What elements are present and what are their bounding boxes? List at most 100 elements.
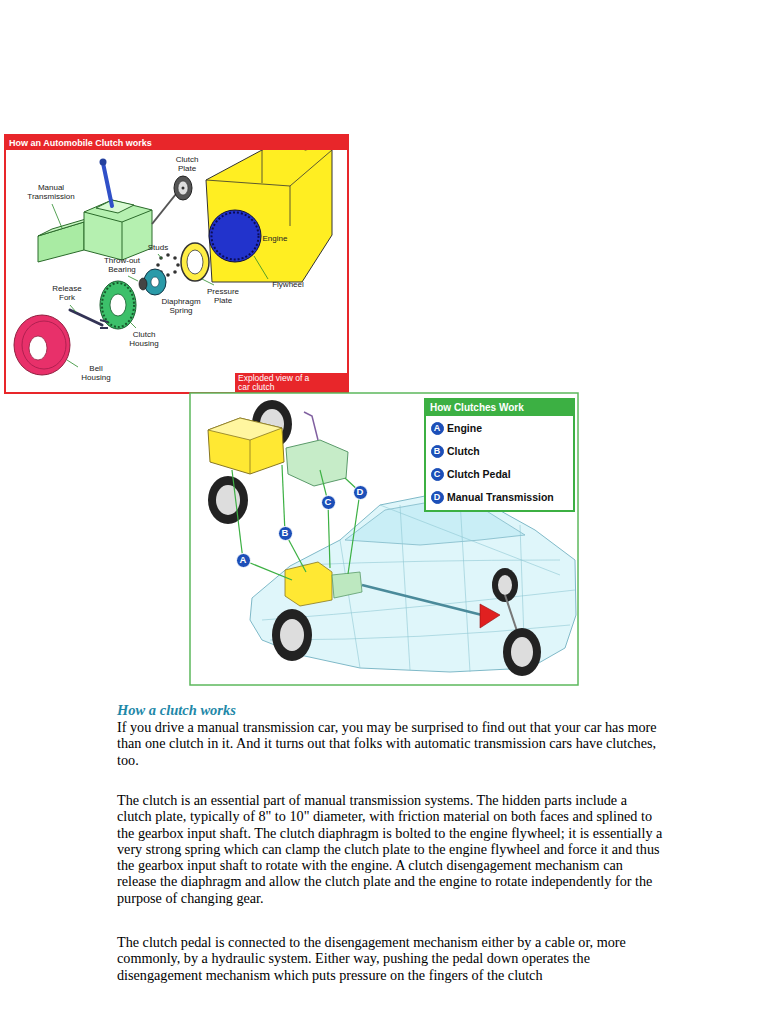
leader-line [158, 254, 162, 259]
wire [460, 500, 470, 672]
callout-letter: A [240, 555, 247, 565]
leader-line [202, 279, 214, 285]
gear-lever [103, 163, 112, 206]
pressure-plate-hole [187, 250, 203, 274]
circle-fill [278, 526, 292, 540]
diaphragm-spring-hole [151, 277, 159, 287]
drive-shaft [362, 585, 482, 615]
circle-fill [236, 553, 250, 567]
callout-letter: A [434, 424, 441, 433]
part-label: Studs [145, 243, 171, 252]
differential [480, 604, 500, 628]
bell-housing-hole [29, 336, 47, 360]
legend-heading: How Clutches Work [426, 400, 573, 416]
figure-frame [5, 135, 348, 393]
leader-lines [52, 204, 268, 367]
stud [166, 253, 170, 257]
legend-marker: B [431, 445, 444, 458]
diaphragm-spring [144, 269, 166, 295]
leader-line [70, 305, 76, 312]
circle-fill [321, 495, 335, 509]
callout-circle: B [278, 526, 293, 541]
circle-fill [431, 468, 443, 480]
part-label: Pressure Plate [203, 287, 243, 305]
flywheel [209, 210, 261, 262]
body-paragraph: The clutch pedal is connected to the dis… [117, 934, 665, 983]
callout-letter: C [434, 470, 441, 479]
engine-top [208, 418, 282, 440]
legend-marker: C [431, 468, 444, 481]
stud [166, 273, 170, 277]
transmission [286, 440, 348, 486]
page-heading: How a clutch works [117, 702, 236, 719]
leader-line [254, 256, 268, 279]
part-label: Diaphragm Spring [158, 297, 204, 315]
input-shaft [152, 194, 176, 224]
part-label: Clutch Housing [124, 330, 164, 348]
leader-line [52, 204, 62, 228]
pressure-plate [181, 243, 209, 281]
car-body [250, 495, 576, 672]
clutch-housing-teeth [102, 283, 134, 327]
circle-fill [431, 491, 443, 503]
stud [156, 263, 160, 267]
wheel [272, 609, 312, 661]
legend-label: Engine [447, 422, 571, 435]
body-paragraph: If you drive a manual transmission car, … [117, 719, 665, 768]
callout-letter: D [357, 487, 364, 497]
part-label: Bell Housing [76, 364, 116, 382]
stud [173, 256, 177, 260]
clutch-plate-center [182, 187, 185, 190]
leader-line [67, 360, 78, 367]
circle-fill [353, 485, 367, 499]
wheel [208, 476, 248, 524]
caption-band: Exploded view of a car clutch [235, 373, 347, 392]
callout-letter: C [325, 497, 332, 507]
part-label: Release Fork [50, 284, 84, 302]
figure-caption: Exploded view of a car clutch [238, 374, 322, 392]
wheel-rim [498, 575, 512, 595]
figure-frame [190, 393, 578, 685]
release-fork [70, 310, 102, 325]
part-label: Throw-out Bearing [100, 256, 144, 274]
engine-block [206, 140, 332, 282]
throw-out-bearing [139, 278, 147, 290]
clutch-housing-hole [110, 294, 126, 316]
engine-edge [206, 150, 332, 186]
body-paragraph: The clutch is an essential part of manua… [117, 792, 665, 906]
wheel [503, 628, 541, 676]
flywheel-teeth [212, 213, 259, 260]
callout-circle: D [353, 485, 368, 500]
engine [208, 418, 284, 474]
legend-label: Manual Transmission [447, 491, 571, 504]
callout-circle: A [236, 553, 251, 568]
figure-heading: How an Automobile Clutch works [9, 137, 347, 149]
leader-line [282, 465, 285, 533]
bell-housing-rim [22, 321, 66, 369]
leader-line [128, 276, 138, 281]
header-band: How an Automobile Clutch works [6, 136, 347, 150]
wheel-rim [511, 637, 533, 667]
leader-line [232, 470, 243, 560]
part-label: Clutch Plate [172, 155, 202, 173]
callout-letter: B [434, 447, 441, 456]
release-fork-tines [100, 320, 108, 328]
part-label: Flywheel [268, 280, 308, 289]
callout-letter: D [434, 493, 441, 502]
callout-letter: B [282, 528, 289, 538]
engine-edge [250, 440, 251, 474]
gear-knob [100, 159, 107, 166]
leader-line [328, 502, 330, 568]
bell-housing [14, 315, 70, 375]
clutch-housing [100, 281, 136, 329]
clutch-plate-hub [178, 181, 188, 195]
callout-circle: C [321, 495, 336, 510]
part-label: Manual Transmission [22, 183, 80, 201]
engine [285, 562, 332, 606]
leader-line [348, 492, 360, 574]
leader-line [243, 560, 292, 580]
stud [176, 263, 180, 267]
clutch-plate [174, 176, 192, 200]
leader-line [130, 322, 136, 328]
